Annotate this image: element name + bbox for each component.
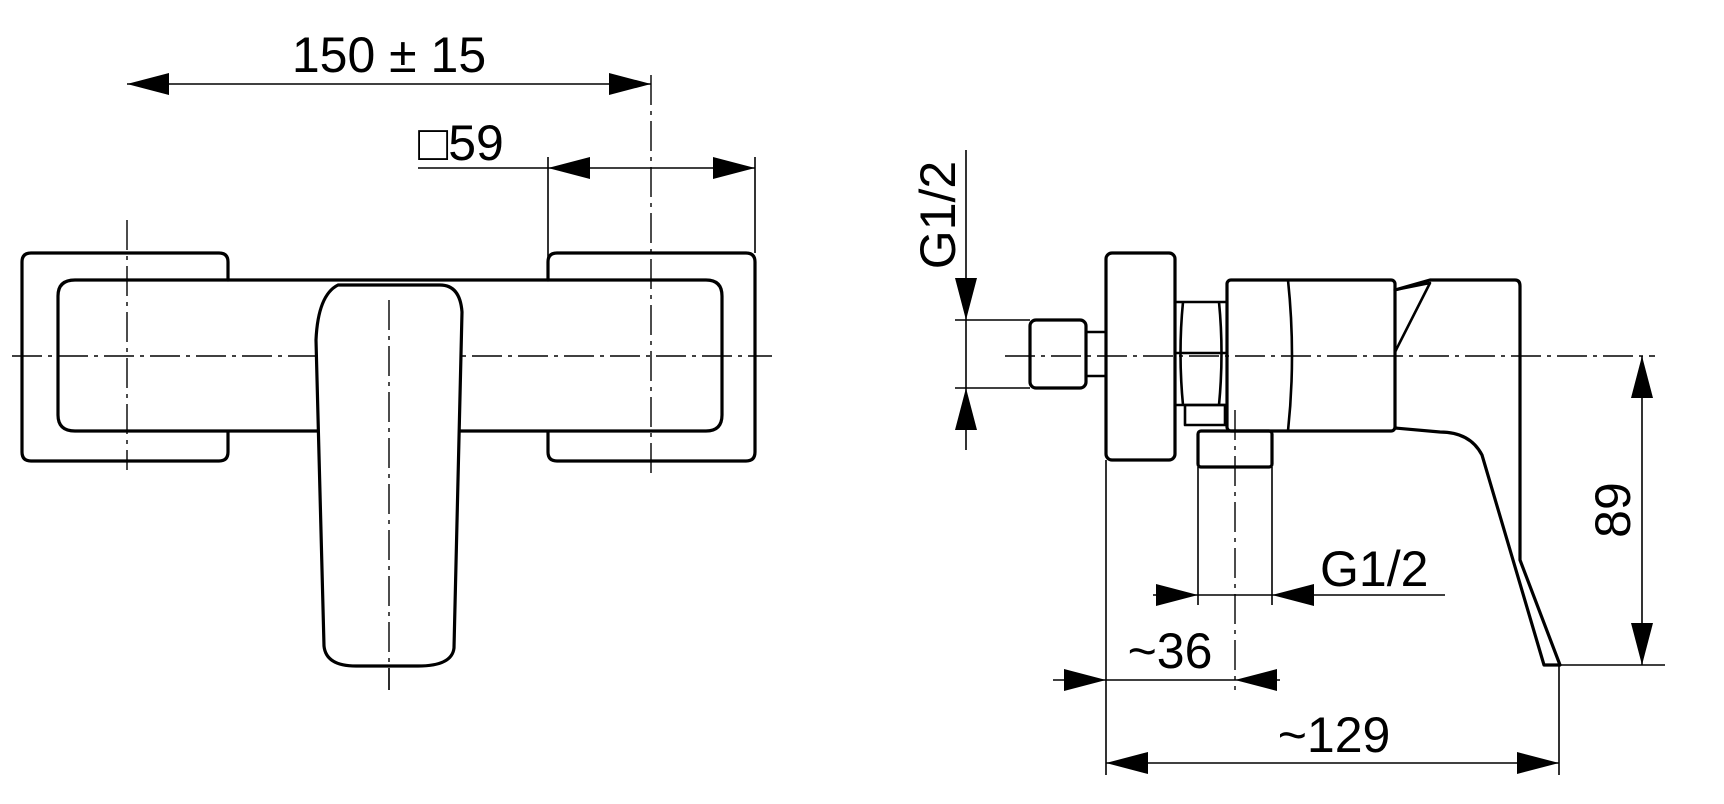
left-rosette — [20, 251, 230, 463]
inlet-nipple-neck — [1084, 330, 1108, 378]
side-body-contour — [1286, 279, 1294, 432]
inlet-nipple — [1028, 318, 1088, 390]
side-handle — [1393, 278, 1562, 667]
hex-nut-flats — [1179, 301, 1223, 406]
side-body — [1225, 278, 1397, 433]
overall-depth-label: ~129 — [1278, 707, 1391, 763]
outlet-connector — [1196, 429, 1274, 469]
outlet-arrow-right — [1272, 584, 1314, 606]
rosette-arrow-right — [713, 157, 755, 179]
outlet-thread-label: G1/2 — [1320, 541, 1428, 597]
mixer-body — [56, 278, 724, 433]
width-arrow-left — [127, 73, 169, 95]
rosette-label: □59 — [418, 115, 504, 171]
width-arrow-right — [609, 73, 651, 95]
depth-arrow-right — [1235, 669, 1277, 691]
depth-arrow-left — [1064, 669, 1106, 691]
rosette-arrow-left — [548, 157, 590, 179]
handle-height-arrow-top — [1631, 356, 1653, 398]
right-rosette — [546, 251, 757, 463]
width-label: 150 ± 15 — [292, 27, 486, 83]
front-view: 150 ± 15 □59 — [12, 27, 772, 690]
side-view: G1/2 G1/2 ~36 ~129 89 — [910, 150, 1665, 775]
overall-depth-arrow-right — [1517, 752, 1559, 774]
body-step — [1183, 403, 1227, 427]
handle-joint — [1393, 281, 1432, 354]
depth-label: ~36 — [1128, 623, 1213, 679]
inlet-arrow-top — [955, 278, 977, 320]
inlet-arrow-bottom — [955, 388, 977, 430]
overall-depth-arrow-left — [1106, 752, 1148, 774]
handle-height-arrow-bottom — [1631, 623, 1653, 665]
handle-height-label: 89 — [1585, 482, 1641, 538]
inlet-thread-label: G1/2 — [910, 161, 966, 269]
outlet-arrow-left — [1156, 584, 1198, 606]
